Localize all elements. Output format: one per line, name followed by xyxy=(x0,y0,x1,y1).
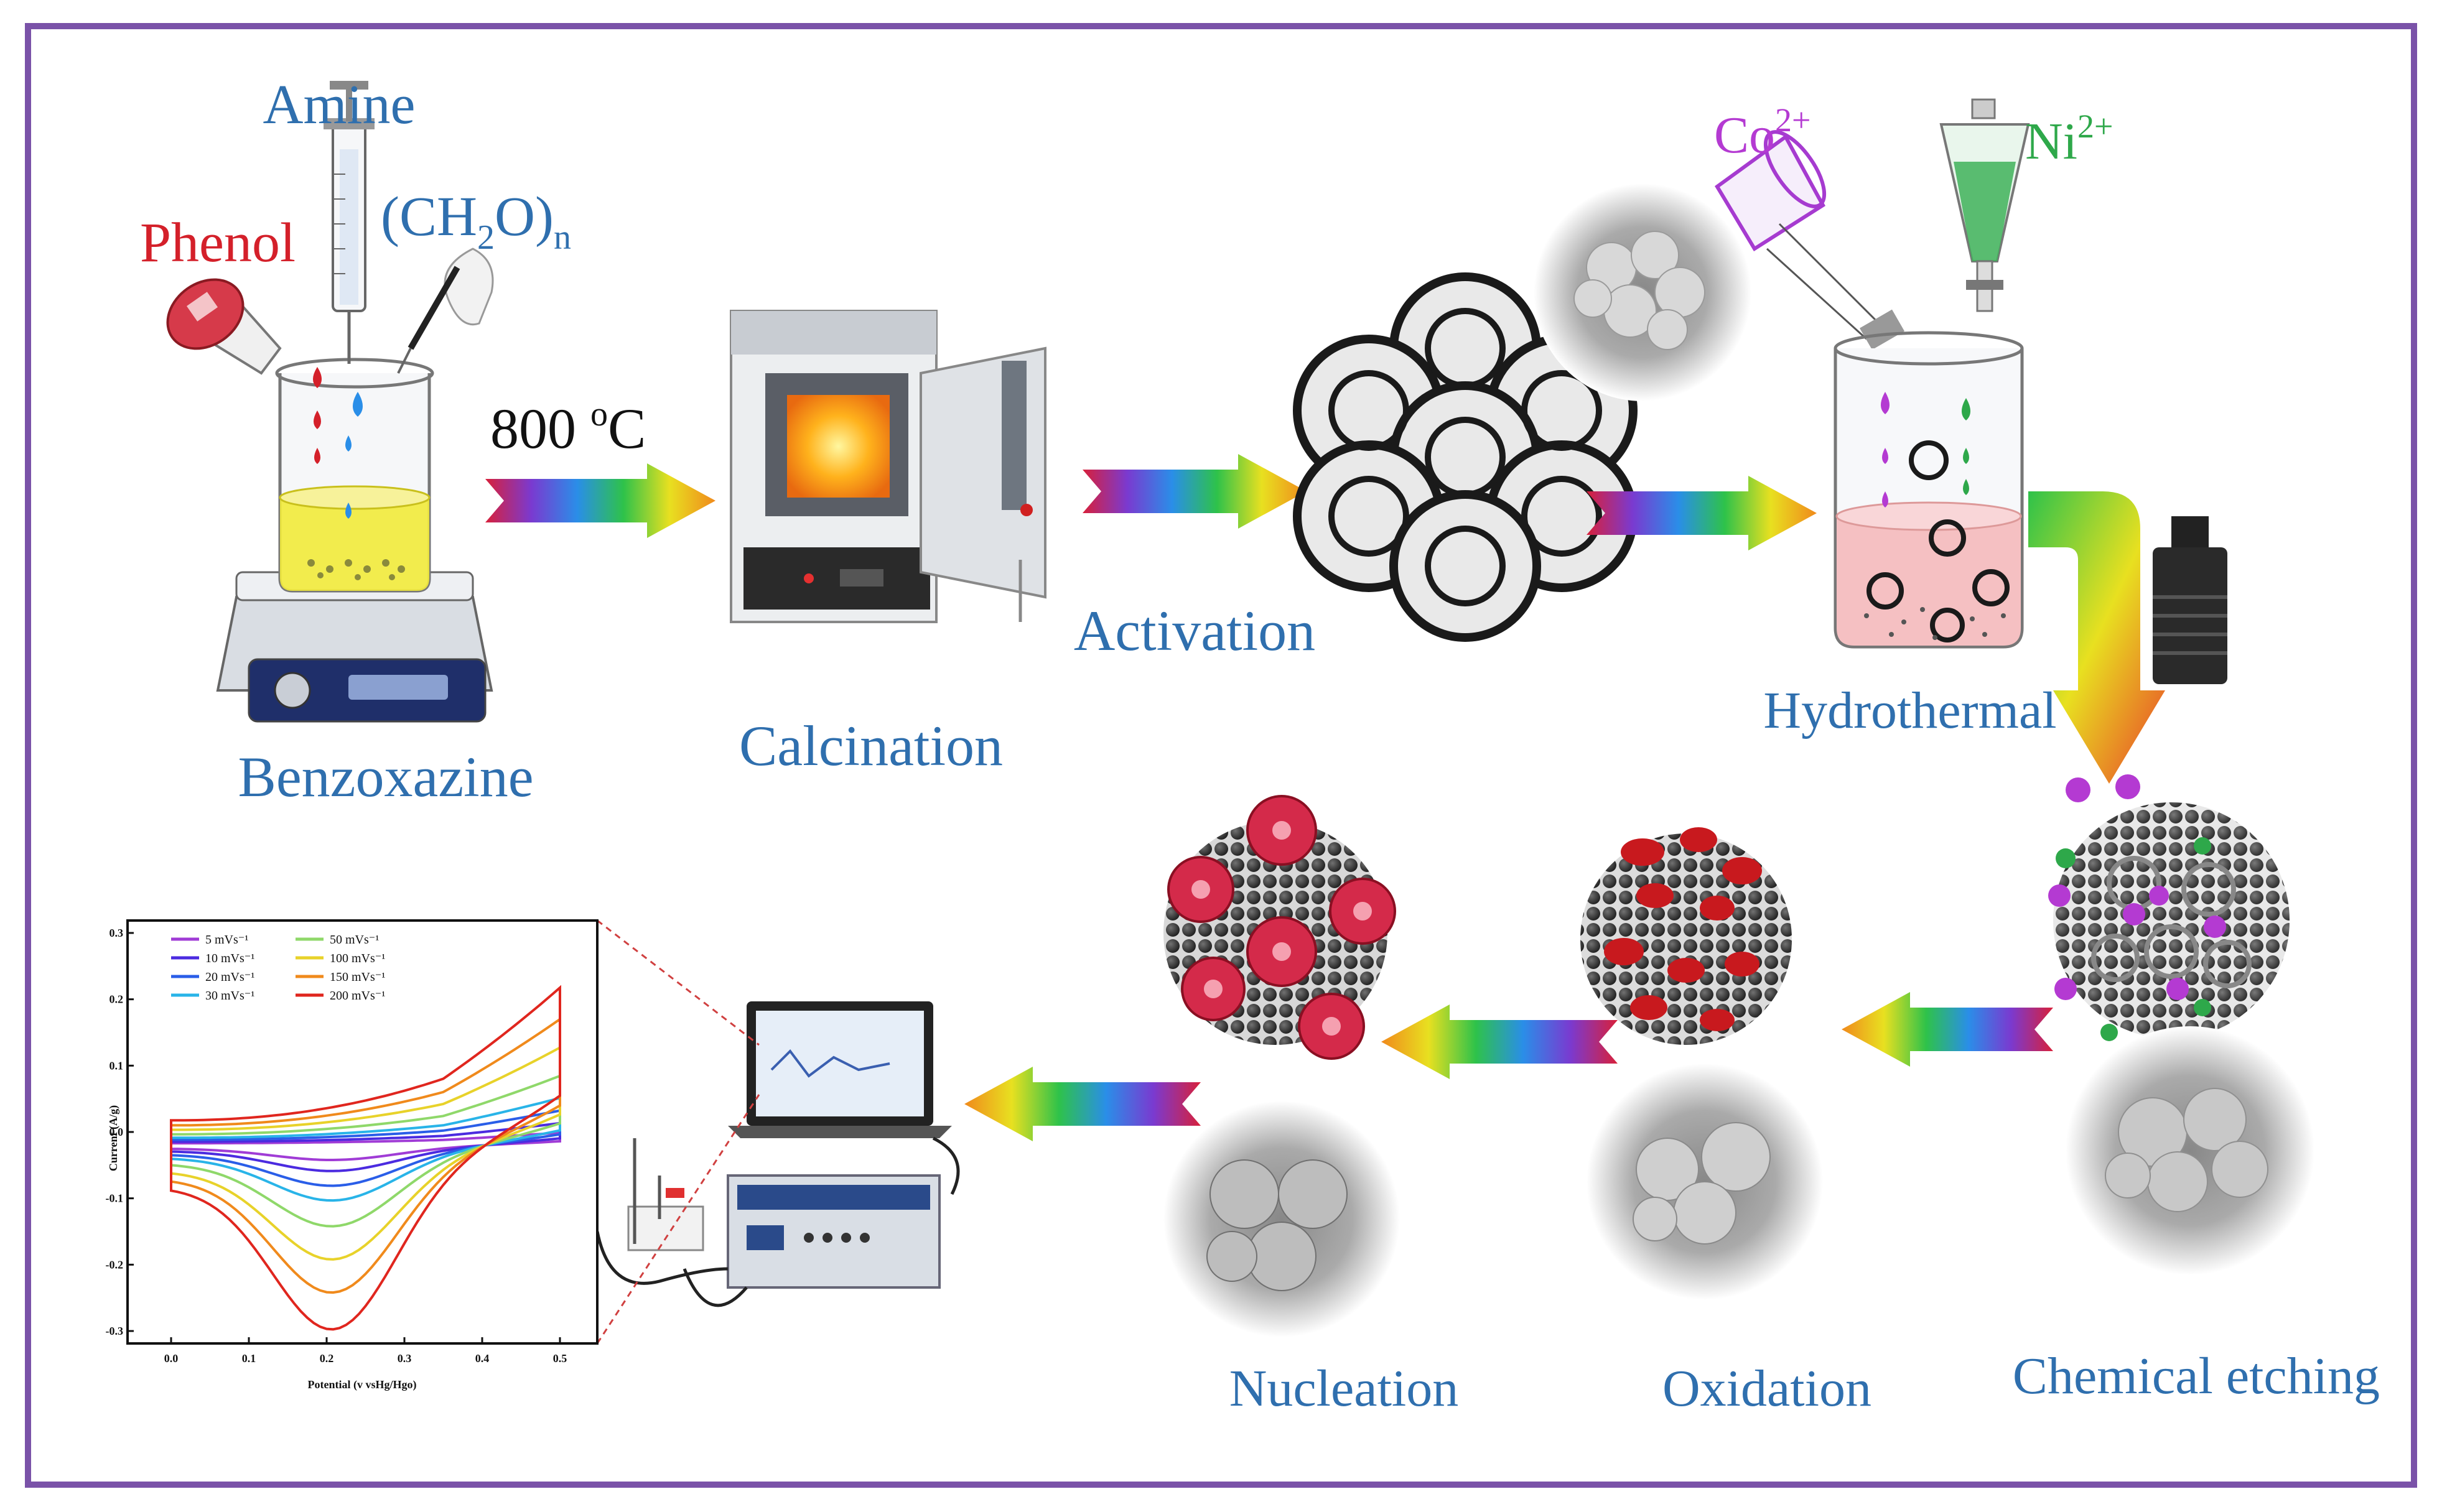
x-tick-label: 0.0 xyxy=(164,1352,179,1365)
y-tick-label: -0.1 xyxy=(106,1192,124,1205)
step-calcination-label: Calcination xyxy=(739,714,1003,777)
zoom-line xyxy=(597,919,760,1046)
phenol-label: Phenol xyxy=(140,212,296,274)
rainbow-arrow-icon xyxy=(1587,476,1817,550)
legend-label: 100 mVs⁻¹ xyxy=(330,952,385,965)
chart-legend: 5 mVs⁻¹ 10 mVs⁻¹ 20 mVs⁻¹ 30 mVs⁻¹ 50 mVs⁻¹ 1… xyxy=(171,933,385,1003)
legend-label: 200 mVs⁻¹ xyxy=(330,989,385,1003)
potentiostat-icon xyxy=(727,1136,960,1289)
dropper-icon xyxy=(397,248,494,374)
y-tick-label: 0.0 xyxy=(110,1126,124,1138)
nickel-funnel-icon xyxy=(1939,98,2030,312)
hotplate-icon xyxy=(216,571,493,723)
chart-xlabel: Potential (v vsHg/Hgo) xyxy=(308,1378,417,1391)
step-oxidation-label: Oxidation xyxy=(1662,1360,1871,1417)
nickel-ion-label: Ni2+ xyxy=(2025,108,2113,170)
plot-area xyxy=(170,985,561,1331)
x-tick-label: 0.2 xyxy=(320,1352,334,1365)
y-tick-label: 0.1 xyxy=(110,1059,124,1072)
y-tick-label: 0.2 xyxy=(110,993,124,1006)
legend-label: 50 mVs⁻¹ xyxy=(330,933,379,947)
cv-chart: 0.0 0.1 0.2 0.3 0.4 0.5 0.3 0.2 0.1 0.0 -0.1 -0.2 -0… xyxy=(106,919,599,1391)
y-tick-label: -0.3 xyxy=(106,1325,124,1337)
doped-carbon-sphere-icon xyxy=(2048,774,2290,1041)
sem-image-icon xyxy=(1587,1064,1823,1300)
oxidized-sphere-icon xyxy=(1580,827,1792,1045)
syringe-icon xyxy=(324,81,375,364)
cobalt-vessel-icon xyxy=(1715,130,1904,350)
sem-image-icon xyxy=(1163,1101,1400,1337)
rainbow-arrow-icon xyxy=(1083,454,1307,529)
x-tick-label: 0.5 xyxy=(553,1352,567,1365)
rainbow-arrow-icon xyxy=(1381,1004,1618,1079)
sem-image-icon xyxy=(2066,1026,2314,1275)
legend-label: 10 mVs⁻¹ xyxy=(205,952,254,965)
amine-label: Amine xyxy=(263,74,416,136)
formaldehyde-label: (CH2O)n xyxy=(381,186,571,257)
electrochemical-cell-icon xyxy=(595,1138,748,1307)
benzoxazine-setup: Amine Phenol (CH2O)n Benzoxazine xyxy=(140,74,571,809)
step-hydrothermal-label: Hydrothermal xyxy=(1763,682,2056,740)
nucleated-cluster-icon xyxy=(1163,795,1396,1060)
rainbow-arrow-icon xyxy=(485,463,715,538)
temperature-label: 800 oC xyxy=(490,395,646,460)
outer-frame xyxy=(25,23,2417,1488)
step-chemical-etching-label: Chemical etching xyxy=(2013,1347,2380,1405)
axis-ticks: 0.0 0.1 0.2 0.3 0.4 0.5 0.3 0.2 0.1 0.0 -0.1 -0.2 -0… xyxy=(106,927,567,1365)
y-tick-label: 0.3 xyxy=(110,927,124,939)
legend-label: 5 mVs⁻¹ xyxy=(205,933,248,947)
phenol-flask-icon xyxy=(166,278,282,375)
y-tick-label: -0.2 xyxy=(106,1258,124,1271)
rainbow-arrow-icon xyxy=(1842,992,2053,1067)
hydrothermal-beaker-icon xyxy=(1834,331,2024,649)
sem-image-icon xyxy=(1534,183,1751,401)
step-nucleation-label: Nucleation xyxy=(1229,1360,1459,1417)
autoclave-icon xyxy=(2153,516,2227,684)
legend-label: 150 mVs⁻¹ xyxy=(330,970,385,984)
legend-label: 20 mVs⁻¹ xyxy=(205,970,254,984)
reagent-droplets xyxy=(313,367,363,519)
cobalt-ion-label: Co2+ xyxy=(1714,101,1811,164)
zoom-line xyxy=(596,1094,760,1344)
cv-curve-series-5 xyxy=(170,1074,561,1228)
beaker-icon xyxy=(275,358,434,593)
step-benzoxazine-label: Benzoxazine xyxy=(238,745,533,809)
cv-curve-series-8 xyxy=(170,985,561,1331)
x-tick-label: 0.4 xyxy=(475,1352,490,1365)
laptop-icon xyxy=(728,1001,952,1138)
step-activation-label: Activation xyxy=(1074,599,1315,662)
x-tick-label: 0.1 xyxy=(242,1352,256,1365)
x-tick-label: 0.3 xyxy=(398,1352,412,1365)
furnace-icon xyxy=(730,310,1046,623)
cv-curve-series-7 xyxy=(170,1016,561,1294)
legend-label: 30 mVs⁻¹ xyxy=(205,989,254,1003)
rainbow-arrow-icon xyxy=(2028,491,2165,784)
chart-ylabel: Current (A/g) xyxy=(107,1105,120,1171)
rainbow-arrow-icon xyxy=(964,1067,1201,1141)
cv-curve-series-6 xyxy=(170,1045,561,1261)
